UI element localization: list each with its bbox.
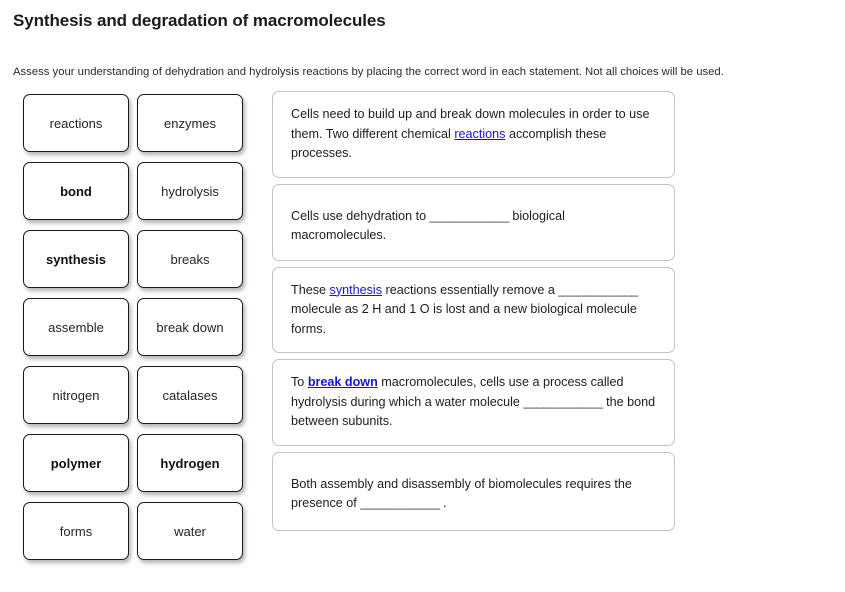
- answer-blank[interactable]: ____________: [360, 496, 440, 510]
- statement-4[interactable]: To break down macromolecules, cells use …: [272, 359, 675, 446]
- word-tile-label: nitrogen: [52, 387, 100, 403]
- word-tile-enzymes[interactable]: enzymes: [137, 94, 243, 152]
- statement-text: To: [291, 375, 308, 389]
- statement-2[interactable]: Cells use dehydration to ____________ bi…: [272, 183, 675, 261]
- statement-text: Cells use dehydration to: [291, 208, 430, 223]
- answer-blank[interactable]: ____________: [429, 208, 510, 223]
- word-tile-hydrogen[interactable]: hydrogen: [137, 434, 243, 492]
- statement-list: Cells need to build up and break down mo…: [272, 91, 675, 537]
- word-tile-label: hydrogen: [160, 455, 220, 471]
- statement-text: Cells need to build up and break down mo…: [291, 107, 650, 141]
- answer-link-reactions[interactable]: reactions: [454, 126, 506, 141]
- statement-text: accomplish these processes.: [291, 126, 607, 161]
- page-title: Synthesis and degradation of macromolecu…: [13, 11, 386, 30]
- word-bank: reactions enzymes bond hydrolysis synthesis b…: [23, 94, 244, 560]
- word-tile-nitrogen[interactable]: nitrogen: [23, 366, 129, 424]
- word-tile-label: enzymes: [163, 115, 217, 131]
- statement-5[interactable]: Both assembly and disassembly of biomole…: [272, 451, 675, 531]
- statement-text: macromolecules, cells use a process call…: [291, 375, 624, 409]
- answer-blank[interactable]: ____________: [558, 282, 638, 297]
- word-tile-synthesis[interactable]: synthesis: [23, 230, 129, 288]
- word-tile-label: breaks: [170, 251, 210, 267]
- word-tile-label: synthesis: [46, 251, 106, 267]
- word-tile-label: polymer: [50, 455, 102, 471]
- word-tile-break-down[interactable]: break down: [137, 298, 243, 356]
- statement-1[interactable]: Cells need to build up and break down mo…: [272, 91, 675, 178]
- answer-blank[interactable]: ____________: [523, 394, 603, 409]
- word-tile-water[interactable]: water: [137, 502, 243, 560]
- word-tile-breaks[interactable]: breaks: [137, 230, 243, 288]
- word-tile-hydrolysis[interactable]: hydrolysis: [137, 162, 243, 220]
- word-tile-label: bond: [60, 183, 92, 199]
- statement-3[interactable]: These synthesis reactions essentially re…: [272, 266, 675, 353]
- word-tile-assemble[interactable]: assemble: [23, 298, 129, 356]
- word-tile-label: break down: [156, 319, 224, 335]
- statement-text: biological macromolecules.: [291, 208, 565, 243]
- word-tile-label: catalases: [162, 387, 218, 403]
- word-tile-label: hydrolysis: [161, 183, 219, 199]
- word-tile-label: reactions: [49, 115, 103, 131]
- instructions-text: Assess your understanding of dehydration…: [13, 66, 724, 78]
- answer-link-synthesis[interactable]: synthesis: [329, 282, 383, 297]
- word-tile-label: water: [174, 523, 206, 539]
- statement-text: molecule as 2 H and 1 O is lost and a ne…: [291, 302, 637, 336]
- statement-text: These: [291, 282, 330, 297]
- word-tile-reactions[interactable]: reactions: [23, 94, 129, 152]
- statement-text: Both assembly and disassembly of biomole…: [291, 476, 632, 511]
- answer-link-break-down[interactable]: break down: [307, 375, 378, 389]
- word-tile-label: forms: [59, 523, 93, 539]
- statement-text: the bond between subunits.: [291, 394, 656, 429]
- word-tile-forms[interactable]: forms: [23, 502, 129, 560]
- statement-text: .: [439, 496, 447, 510]
- statement-text: reactions essentially remove a: [382, 282, 559, 297]
- word-tile-polymer[interactable]: polymer: [23, 434, 129, 492]
- word-tile-bond[interactable]: bond: [23, 162, 129, 220]
- word-tile-label: assemble: [48, 319, 104, 335]
- word-tile-catalases[interactable]: catalases: [137, 366, 243, 424]
